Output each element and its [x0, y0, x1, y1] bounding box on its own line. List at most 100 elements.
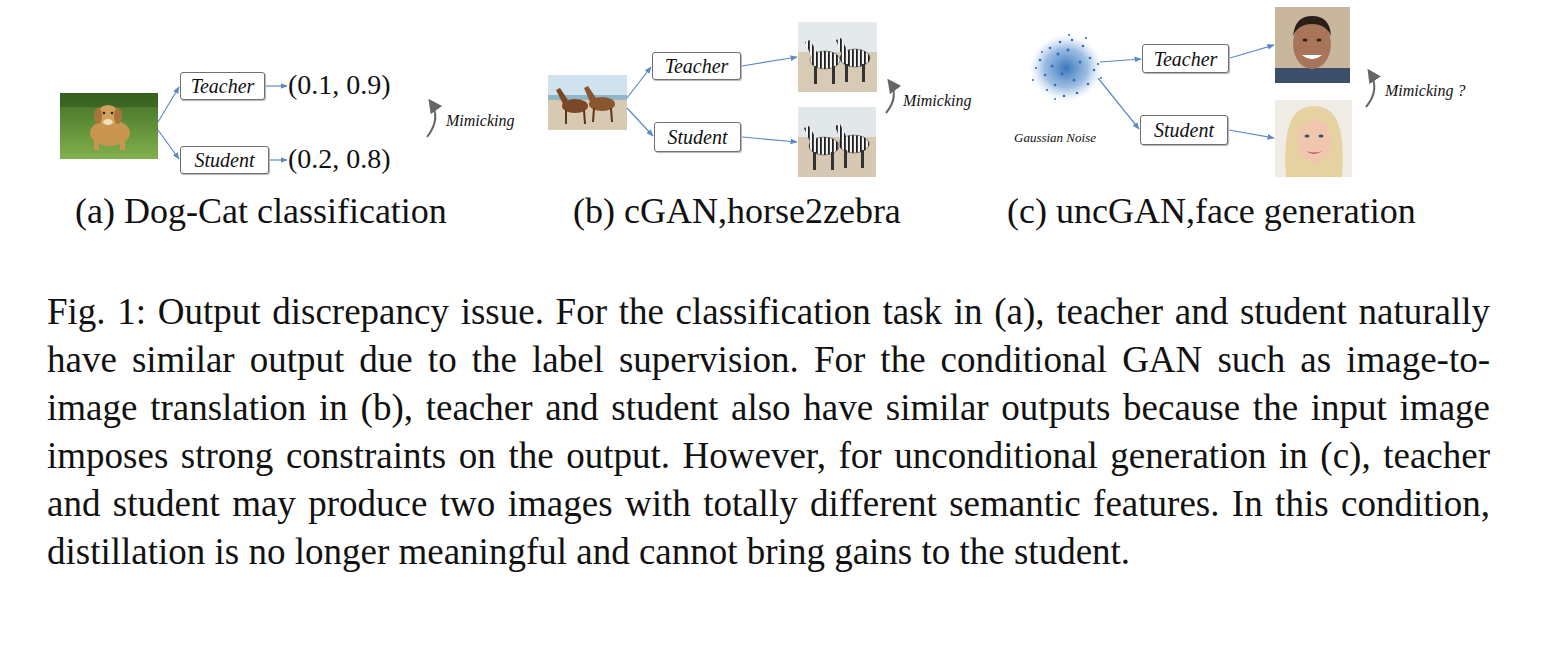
art-line [1098, 78, 1139, 129]
art-circle [1100, 77, 1102, 79]
horse-photo [548, 75, 627, 130]
art-circle [1068, 34, 1070, 36]
subfigure-caption: (c) uncGAN,face generation [1007, 191, 1416, 231]
box-label: Teacher [1154, 48, 1218, 70]
art-line [593, 108, 594, 122]
figure-caption-holder: Fig. 1: Output discrepancy issue. For th… [47, 288, 1490, 576]
output-probabilities: (0.2, 0.8) [288, 143, 391, 174]
art-line [565, 110, 567, 124]
art-rect [1275, 100, 1352, 177]
box-label: Teacher [665, 55, 729, 77]
subfigure-caption-holder: (a) Dog-Cat classification [75, 190, 447, 233]
art-ellipse [1317, 39, 1322, 42]
mimicking-label-holder: Mimicking [903, 91, 971, 110]
mimicking-label-holder: Mimicking [446, 111, 514, 130]
art-circle [1046, 89, 1048, 91]
art-rect [862, 64, 865, 82]
art-circle [1097, 63, 1099, 65]
art-circle [1079, 61, 1082, 64]
teacher-box: Teacher [652, 52, 741, 80]
art-rect [813, 152, 816, 170]
art-rect [548, 75, 627, 130]
art-path [1297, 110, 1332, 130]
art-path [1293, 16, 1331, 36]
mimicking-label-holder: Mimicking ? [1385, 81, 1465, 100]
subfigure-caption-holder: (b) cGAN,horse2zebra [573, 190, 901, 233]
box-label: Student [1154, 119, 1214, 141]
art-rect [798, 107, 876, 177]
art-path [584, 86, 596, 102]
output-probabilities-holder: (0.1, 0.9) [288, 68, 391, 102]
art-path [1302, 55, 1322, 59]
art-path [804, 126, 817, 144]
art-circle [1054, 98, 1056, 100]
output-probabilities: (0.1, 0.9) [288, 69, 391, 100]
art-ellipse [1030, 35, 1102, 101]
mimic-arrow [1366, 71, 1374, 107]
student-box: Student [654, 122, 741, 152]
art-circle [1061, 73, 1064, 76]
face-photo-teacher [1275, 7, 1350, 83]
student-box: Student [180, 146, 269, 174]
mimicking-label: Mimicking ? [1385, 82, 1465, 99]
art-circle [1093, 69, 1096, 72]
subfigure-caption: (b) cGAN,horse2zebra [573, 191, 901, 231]
art-rect [832, 66, 835, 84]
teacher-box: Teacher [180, 72, 265, 100]
art-rect [798, 22, 877, 92]
face-photo-student [1275, 100, 1352, 177]
art-circle [1082, 45, 1085, 48]
art-rect [120, 140, 125, 150]
art-line [266, 85, 287, 86]
art-line [1230, 45, 1274, 58]
output-probabilities-holder: (0.2, 0.8) [288, 142, 391, 176]
figure-caption: Fig. 1: Output discrepancy issue. For th… [47, 288, 1490, 576]
art-circle [1057, 53, 1060, 56]
art-circle [1071, 39, 1074, 42]
art-path [1306, 151, 1322, 154]
mimic-arrow [886, 81, 894, 113]
art-rect [861, 150, 864, 168]
art-line [158, 130, 179, 159]
art-circle [1051, 65, 1054, 68]
art-circle [1063, 95, 1066, 98]
art-rect [844, 150, 847, 168]
mimic-arrow [427, 101, 435, 137]
art-ellipse [1305, 135, 1310, 138]
art-circle [1085, 37, 1087, 39]
art-circle [1089, 57, 1092, 60]
art-rect [845, 64, 848, 82]
art-circle [1087, 83, 1090, 86]
art-ellipse [114, 108, 122, 124]
art-rect [831, 152, 834, 170]
student-box: Student [1140, 115, 1228, 145]
art-circle [1067, 49, 1070, 52]
art-line [158, 87, 179, 122]
art-ellipse [103, 119, 113, 125]
art-ellipse [1319, 135, 1324, 138]
art-circle [1032, 79, 1034, 81]
art-circle [1049, 47, 1052, 50]
input-label: Gaussian Noise [1014, 130, 1096, 145]
subfigure-caption: (a) Dog-Cat classification [75, 191, 447, 231]
art-line [611, 108, 612, 122]
art-rect [1275, 7, 1350, 83]
box-label: Student [195, 149, 255, 171]
gaussian-noise-cloud [1030, 34, 1102, 101]
subfigure-caption-holder: (c) uncGAN,face generation [1007, 190, 1416, 233]
art-path [836, 38, 848, 56]
art-rect [60, 93, 158, 159]
box-label: Teacher [191, 75, 255, 97]
input-label-holder: Gaussian Noise [1014, 128, 1096, 146]
art-circle [1076, 92, 1079, 95]
teacher-box: Teacher [1142, 44, 1229, 73]
art-line [270, 159, 287, 160]
art-path [1285, 106, 1342, 177]
art-path [556, 88, 568, 104]
art-circle [1039, 59, 1042, 62]
art-circle [1041, 51, 1043, 53]
art-line [742, 137, 797, 142]
dog-photo [60, 93, 158, 159]
art-path [835, 124, 847, 142]
